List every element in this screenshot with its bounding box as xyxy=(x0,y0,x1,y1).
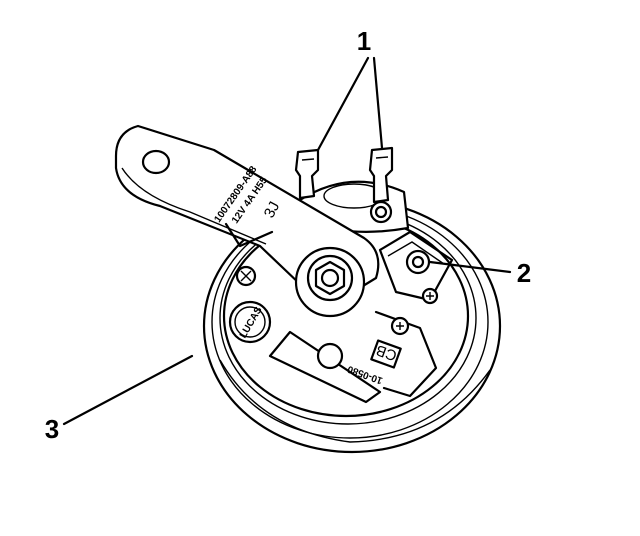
callout-2: 2 xyxy=(517,258,531,288)
maker-logo: LUCAS xyxy=(228,300,272,344)
backplate xyxy=(235,230,454,404)
leader-lines xyxy=(62,56,512,426)
screw-top-right xyxy=(421,287,439,305)
callout-3: 3 xyxy=(45,414,59,444)
screw-left xyxy=(235,265,257,287)
callout-1: 1 xyxy=(357,26,371,56)
center-nut xyxy=(294,246,366,318)
terminal-right xyxy=(368,146,394,224)
bracket-hole xyxy=(141,149,171,175)
vent-hole xyxy=(316,342,344,370)
svg-text:CB: CB xyxy=(374,341,399,364)
terminal-left xyxy=(294,148,320,200)
svg-text:3J: 3J xyxy=(261,199,283,221)
mounting-nut xyxy=(405,249,431,275)
screw-right xyxy=(390,316,410,336)
